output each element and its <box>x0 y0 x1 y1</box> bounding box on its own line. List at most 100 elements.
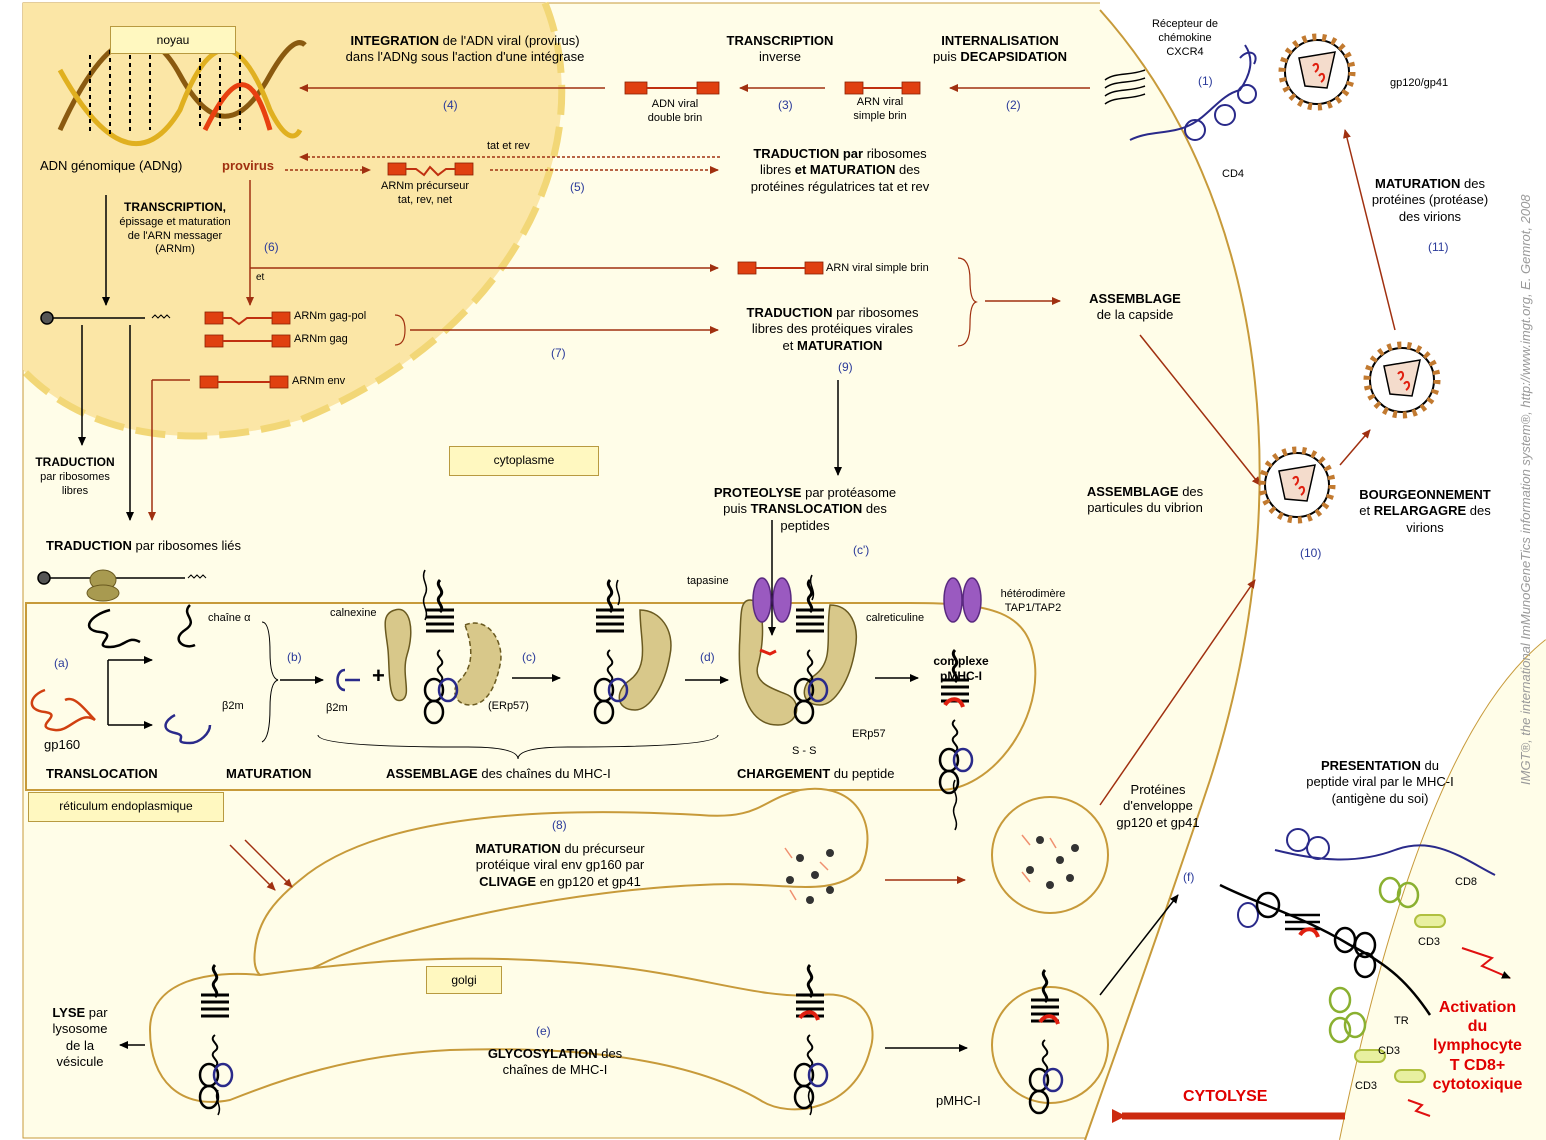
erp57-label-2: ERp57 <box>852 728 886 740</box>
b2m-label-1: β2m <box>222 700 244 712</box>
cd3-label-3: CD3 <box>1355 1080 1378 1092</box>
step-d: (d) <box>700 650 715 664</box>
arnm-gagpol: ARNm gag-pol <box>294 310 367 322</box>
transcription-l3: (ARNm) <box>155 243 195 256</box>
adng-label: ADN génomique (ADNg) <box>40 158 183 173</box>
gp160-label: gp160 <box>44 737 81 752</box>
tl-r1: par ribosomes <box>40 470 110 483</box>
maturation-label: MATURATION <box>226 766 312 781</box>
am-title: ASSEMBLAGE <box>386 766 478 781</box>
gl-title: GLYCOSYLATION <box>487 1046 598 1061</box>
t5-title2: et MATURATION <box>794 162 896 178</box>
transcription-title: TRANSCRIPTION, <box>124 200 226 214</box>
step-9: (9) <box>838 360 853 374</box>
lyse-text: LYSE par lysosome de la vésicule <box>40 1005 120 1070</box>
av-title: ASSEMBLAGE <box>1086 484 1179 499</box>
complexe-1: complexe <box>933 654 989 668</box>
cd8-label: CD8 <box>1455 876 1478 888</box>
t5-r3: des <box>895 162 920 178</box>
step-8: (8) <box>552 818 567 832</box>
step-1: (1) <box>1198 74 1213 88</box>
act-4: T CD8+ <box>1449 1056 1506 1074</box>
rec-1: Récepteur de <box>1151 18 1219 30</box>
step-5: (5) <box>570 180 585 194</box>
mrna-strands <box>199 81 921 389</box>
arn-viral-2: simple brin <box>853 109 907 122</box>
pr-title2: TRANSLOCATION <box>750 501 863 517</box>
t7-title2: MATURATION <box>797 337 883 353</box>
bg-r2: des <box>1466 503 1491 519</box>
arnm-gag: ARNm gag <box>294 333 348 345</box>
cd3-label-1: CD3 <box>1418 936 1441 948</box>
ly-r4: vésicule <box>56 1053 104 1069</box>
t7-r2: libres des protéiques virales <box>751 321 914 337</box>
pr-r3: des <box>862 501 887 517</box>
bg-r3: virions <box>1406 519 1444 535</box>
me-clivage: CLIVAGE <box>479 873 536 889</box>
transcription-l2: de l'ARN messager <box>127 229 223 242</box>
chargement-peptide: CHARGEMENT du peptide <box>737 766 895 782</box>
step-11: (11) <box>1428 240 1449 254</box>
ly-r3: de la <box>65 1037 95 1053</box>
rec-3: CXCR4 <box>1166 45 1204 58</box>
step-a: (a) <box>54 656 69 670</box>
pres-r1: du <box>1420 758 1439 773</box>
arnm-prec-2: tat, rev, net <box>397 193 453 206</box>
t5-title: TRADUCTION par <box>753 146 864 161</box>
transcription-text: TRANSCRIPTION, épissage et maturation de… <box>105 200 245 257</box>
maturation-env: MATURATION du précurseur protéique viral… <box>450 841 670 890</box>
step-7: (7) <box>551 346 566 360</box>
integration-line2: dans l'ADNg sous l'action d'une intégras… <box>345 49 585 65</box>
act-2: du <box>1467 1018 1488 1036</box>
step-3: (3) <box>778 98 793 112</box>
maturation-virions: MATURATION des protéines (protéase) des … <box>1355 176 1505 225</box>
chaine-alpha: chaîne α <box>208 612 251 624</box>
cp-title: CHARGEMENT <box>737 766 831 781</box>
av-r2: particules du vibrion <box>1087 500 1203 516</box>
t5-r4: protéines régulatrices tat et rev <box>750 178 930 194</box>
me-r2: protéique viral env gp160 par <box>475 857 645 873</box>
reverse-transcription: TRANSCRIPTION inverse <box>710 33 850 66</box>
arn-simple-brin: ARN viral simple brin <box>826 262 929 274</box>
arn-viral-label: ARN viral simple brin <box>840 96 920 124</box>
pr-r4: peptides <box>780 517 830 533</box>
traduction-libres: TRADUCTION par ribosomes libres <box>25 455 125 498</box>
proteolyse-text: PROTEOLYSE par protéasome puis TRANSLOCA… <box>690 485 920 534</box>
tat-rev-label: tat et rev <box>487 140 530 152</box>
bg-title: BOURGEONNEMENT <box>1359 487 1491 502</box>
am-r: des chaînes du MHC-I <box>477 766 611 781</box>
adn-viral-label: ADN viral double brin <box>630 98 720 126</box>
erp57-label-1: (ERp57) <box>488 700 529 712</box>
label-golgi: golgi <box>426 966 502 994</box>
ly-r1: par <box>85 1005 108 1020</box>
bourgeonnement-text: BOURGEONNEMENT et RELARGAGRE des virions <box>1345 487 1505 536</box>
activation-text: Activation du lymphocyte T CD8+ cytotoxi… <box>1420 998 1535 1094</box>
gl-r2: chaînes de MHC-I <box>502 1062 608 1078</box>
t7-r1: par ribosomes <box>832 305 919 320</box>
step-2: (2) <box>1006 98 1021 112</box>
t7-title: TRADUCTION <box>746 305 833 320</box>
pres-title: PRESENTATION <box>1321 758 1421 773</box>
proteines-enveloppe: Protéines d'enveloppe gp120 et gp41 <box>1098 782 1218 831</box>
assemblage-vibrion: ASSEMBLAGE des particules du vibrion <box>1070 484 1220 517</box>
ass-cap-r: de la capside <box>1096 307 1174 323</box>
mv-r1: des <box>1460 176 1486 191</box>
tl-r2: libres <box>61 484 89 497</box>
ly-title: LYSE <box>52 1005 86 1020</box>
step-4: (4) <box>443 98 458 112</box>
plus-sign: + <box>372 663 385 688</box>
pe-1: Protéines <box>1130 782 1186 797</box>
label-reticulum: réticulum endoplasmique <box>28 792 224 822</box>
traduction-5: TRADUCTION par ribosomes libres et MATUR… <box>720 146 960 195</box>
presentation-text: PRESENTATION du peptide viral par le MHC… <box>1290 758 1470 807</box>
assemblage-mhc: ASSEMBLAGE des chaînes du MHC-I <box>386 766 611 782</box>
t5-r1: ribosomes <box>863 146 927 161</box>
mv-r2: protéines (protéase) <box>1371 192 1489 208</box>
bg-r1: et <box>1359 503 1374 519</box>
arnm-env: ARNm env <box>292 375 346 387</box>
tli-r: par ribosomes liés <box>131 538 242 553</box>
act-5: cytotoxique <box>1432 1075 1523 1093</box>
pr-r2: puis <box>723 501 751 517</box>
step-e: (e) <box>536 1024 551 1038</box>
